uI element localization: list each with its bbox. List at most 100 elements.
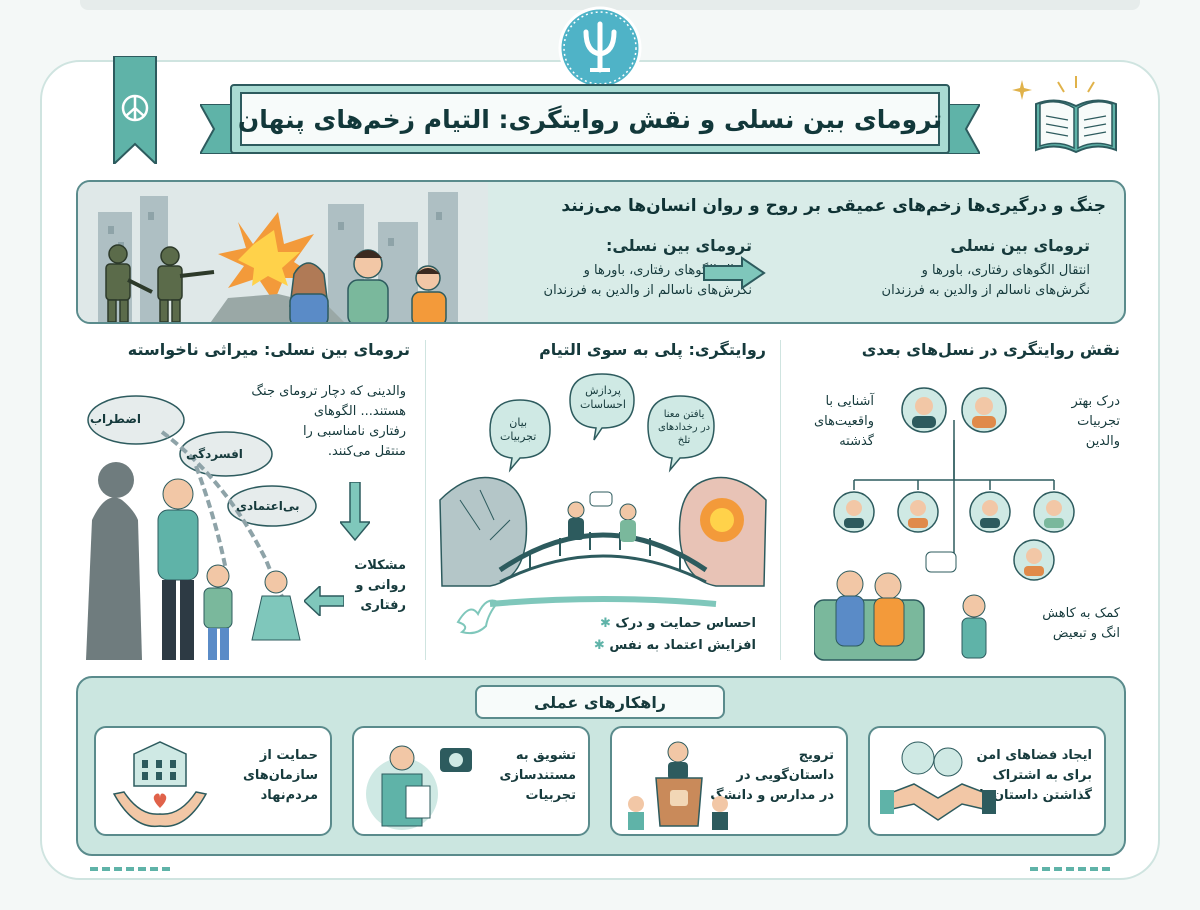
bubble-process-line1: پردازش xyxy=(585,384,621,397)
note-parents-line3: والدین xyxy=(1085,434,1120,449)
war-scene-illustration xyxy=(78,182,488,322)
ribbon-body: ترومای بین نسلی و نقش روایتگری: التیام ز… xyxy=(230,84,950,154)
bubble-process-line2: احساسات xyxy=(580,398,626,411)
bubble-process: پردازش احساسات xyxy=(580,384,626,412)
camera-icon xyxy=(366,745,472,830)
peace-icon xyxy=(113,56,157,164)
note-past-line3: گذشته xyxy=(839,434,874,449)
legacy-text-line2: هستند... الگوهای xyxy=(313,404,406,419)
note-past-realities: آشنایی با واقعیت‌های گذشته xyxy=(814,392,874,452)
card3-line1: تشویق به xyxy=(515,748,576,763)
strategy-card-label: تشویق به مستندسازی تجربیات xyxy=(500,746,576,806)
note-past-line2: واقعیت‌های xyxy=(813,414,874,429)
top-strip xyxy=(80,0,1140,10)
strategy-card-ngos: حمایت از سازمان‌های مردم‌نهاد xyxy=(94,726,332,836)
column-divider-1 xyxy=(425,340,426,660)
column-legacy-title: ترومای بین نسلی: میراثی ناخواسته xyxy=(127,340,410,359)
bridge-illustration xyxy=(439,373,767,607)
bullet-support-text: احساس حمایت و درک xyxy=(615,616,756,631)
bubble-meaning: یافتن معنا در رخدادهای تلخ xyxy=(658,408,710,447)
note-stigma-line1: کمک به کاهش xyxy=(1042,606,1120,621)
band-right-heading: ترومای بین نسلی xyxy=(950,236,1090,255)
bubble-express-line2: تجربیات xyxy=(500,430,537,443)
card4-line1: حمایت از xyxy=(259,748,318,763)
arrow-down-icon xyxy=(340,482,370,542)
note-parents-line1: درک بهتر xyxy=(1071,394,1120,409)
dove-icon xyxy=(456,599,500,635)
bubble-express: بیان تجربیات xyxy=(500,416,536,444)
note-understand-parents: درک بهتر تجربیات والدین xyxy=(1071,392,1120,452)
card1-line3: گذاشتن داستان‌ها xyxy=(979,788,1092,803)
arrow-right-icon xyxy=(703,256,766,290)
page-title: ترومای بین نسلی و نقش روایتگری: التیام ز… xyxy=(237,104,943,134)
note-parents-line2: تجربیات xyxy=(1077,414,1120,429)
family-tree-illustration xyxy=(814,387,1075,661)
column-legacy: ترومای بین نسلی: میراثی ناخواسته اضطراب … xyxy=(76,330,420,670)
problems-line2: روانی و xyxy=(355,578,406,593)
psychological-problems: مشکلات روانی و رفتاری xyxy=(354,556,406,616)
podium-icon xyxy=(628,741,728,830)
decor-dashes-left xyxy=(90,867,170,871)
column-generations-title: نقش روایتگری در نسل‌های بعدی xyxy=(861,340,1120,359)
band-left-line2: نگرش‌های ناسالم از والدین به فرزندان xyxy=(543,283,752,298)
column-storytelling: روایتگری: پلی به سوی التیام بیان تجربیات xyxy=(430,330,776,670)
bubble-meaning-line3: تلخ xyxy=(677,435,691,446)
band-left-column: ترومای بین نسلی: انتقال الگوهای رفتاری، … xyxy=(544,236,752,301)
title-ribbon: ترومای بین نسلی و نقش روایتگری: التیام ز… xyxy=(200,84,980,164)
legacy-text-line3: رفتاری نامناسبی را xyxy=(302,424,406,439)
bullet-support: احساس حمایت و درک ✱ xyxy=(600,614,756,634)
family-chain-illustration xyxy=(86,395,317,660)
bullet-confidence: افزایش اعتماد به نفس ✱ xyxy=(594,636,756,656)
card4-line3: مردم‌نهاد xyxy=(260,788,318,803)
problems-line3: رفتاری xyxy=(360,598,406,613)
cloud-anxiety: اضطراب xyxy=(90,412,142,426)
note-stigma-line2: انگ و تبعیض xyxy=(1052,626,1120,641)
card1-line1: ایجاد فضاهای امن xyxy=(976,748,1092,763)
band-headline: جنگ و درگیری‌ها زخم‌های عمیقی بر روح و ر… xyxy=(561,196,1106,216)
card2-line2: داستان‌گویی در xyxy=(736,768,834,783)
arrow-left-icon xyxy=(304,586,344,616)
card3-line2: مستندسازی xyxy=(499,768,576,783)
bubble-meaning-line1: یافتن معنا xyxy=(663,409,705,420)
band-left-heading: ترومای بین نسلی: xyxy=(606,236,752,255)
strategy-card-label: حمایت از سازمان‌های مردم‌نهاد xyxy=(243,746,318,806)
note-reduce-stigma: کمک به کاهش انگ و تبعیض xyxy=(1042,604,1120,644)
bullet-marker: ✱ xyxy=(593,638,605,653)
bullet-confidence-text: افزایش اعتماد به نفس xyxy=(609,638,756,653)
strategy-card-documentation: تشویق به مستندسازی تجربیات xyxy=(352,726,590,836)
card2-line1: ترویج xyxy=(798,748,834,763)
legacy-description: والدینی که دچار ترومای جنگ هستند... الگو… xyxy=(251,382,406,462)
strategy-card-label: ایجاد فضاهای امن برای به اشتراک گذاشتن د… xyxy=(976,746,1092,806)
ribbon-tail-right xyxy=(940,104,980,154)
card2-line3: در مدارس و دانشگ xyxy=(710,788,834,803)
cloud-distrust: بی‌اعتمادی xyxy=(236,499,300,513)
strategy-card-storytelling-schools: ترویج داستان‌گویی در در مدارس و دانشگ xyxy=(610,726,848,836)
bubble-express-line1: بیان xyxy=(509,416,528,429)
open-book-icon xyxy=(1035,76,1117,154)
handshake-icon xyxy=(880,741,996,821)
intro-band: جنگ و درگیری‌ها زخم‌های عمیقی بر روح و ر… xyxy=(76,180,1126,324)
bubble-meaning-line2: در رخدادهای xyxy=(658,422,711,433)
psychology-logo-icon xyxy=(558,6,642,90)
column-storytelling-title: روایتگری: پلی به سوی التیام xyxy=(539,340,766,359)
column-generations: نقش روایتگری در نسل‌های بعدی آشنایی با و… xyxy=(784,330,1130,670)
band-right-column: ترومای بین نسلی انتقال الگوهای رفتاری، ب… xyxy=(882,236,1090,301)
bullet-marker: ✱ xyxy=(599,616,611,631)
legacy-text-line1: والدینی که دچار ترومای جنگ xyxy=(251,384,406,399)
strategy-card-label: ترویج داستان‌گویی در در مدارس و دانشگ xyxy=(710,746,834,806)
strategy-card-safe-spaces: ایجاد فضاهای امن برای به اشتراک گذاشتن د… xyxy=(868,726,1106,836)
column-divider-2 xyxy=(780,340,781,660)
band-right-line1: انتقال الگوهای رفتاری، باورها و xyxy=(921,263,1090,278)
card3-line3: تجربیات xyxy=(525,788,576,803)
ribbon-inner: ترومای بین نسلی و نقش روایتگری: التیام ز… xyxy=(237,92,943,146)
card1-line2: برای به اشتراک xyxy=(992,768,1092,783)
decor-dashes-right xyxy=(1030,867,1110,871)
sparkle-icon xyxy=(1012,80,1032,100)
band-right-line2: نگرش‌های ناسالم از والدین به فرزندان xyxy=(881,283,1090,298)
strategies-title: راهکارهای عملی xyxy=(475,685,725,719)
problems-line1: مشکلات xyxy=(354,558,406,573)
building-hands-icon xyxy=(112,741,208,828)
card4-line2: سازمان‌های xyxy=(243,768,318,783)
cloud-depression: افسردگی xyxy=(186,447,243,461)
